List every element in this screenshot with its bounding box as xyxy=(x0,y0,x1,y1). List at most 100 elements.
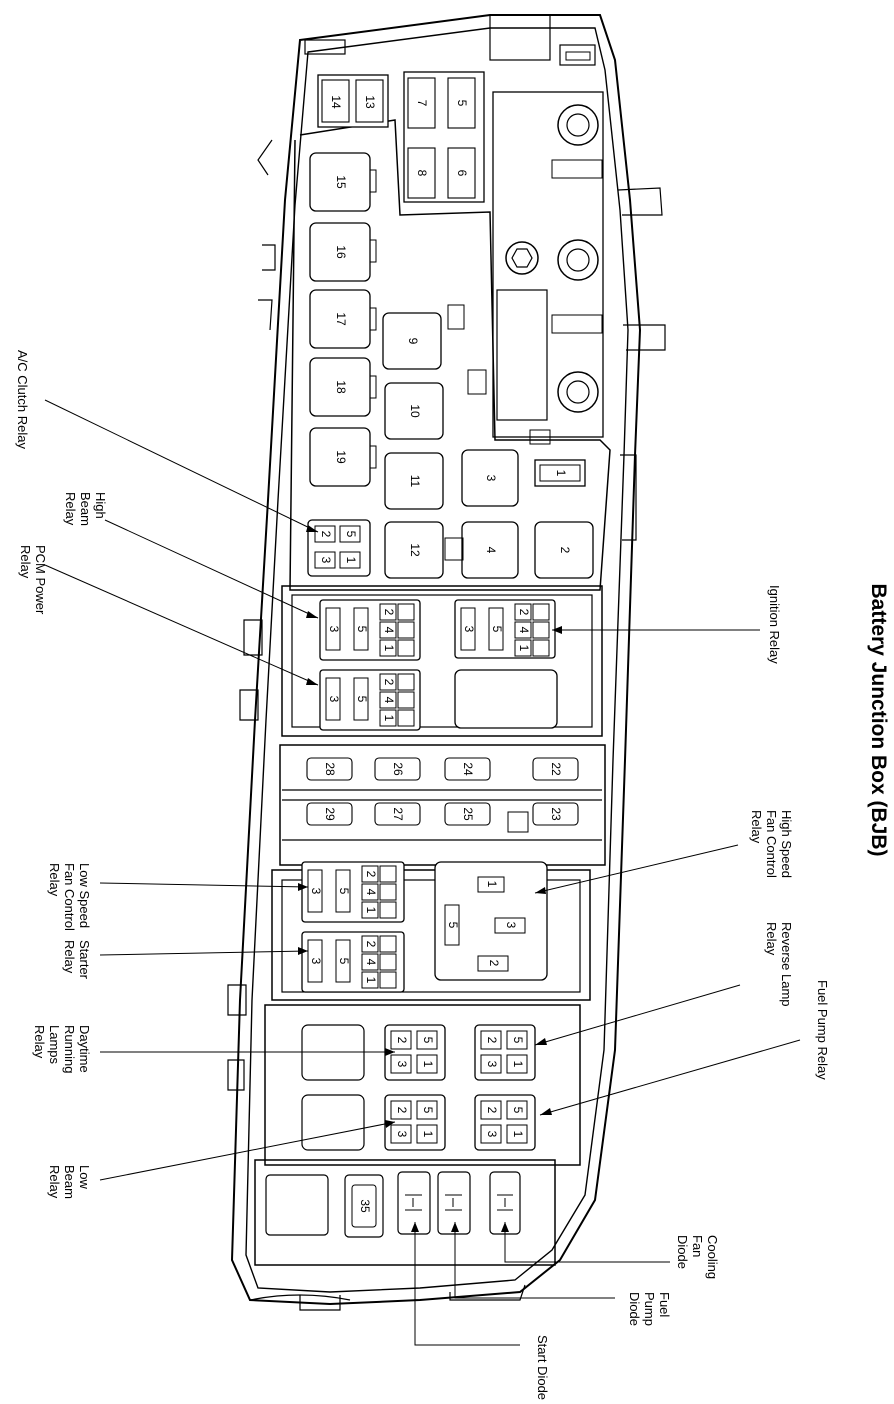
svg-text:PCM Power: PCM Power xyxy=(33,545,48,615)
fuse-5 xyxy=(447,77,476,129)
pcm-power-relay-pin-box xyxy=(379,691,397,709)
pcm-power-relay-pin-label: 1 xyxy=(382,715,396,722)
svg-text:Daytime: Daytime xyxy=(77,1025,92,1073)
starter-relay-pin-box xyxy=(379,953,397,971)
fuse-23-label: 23 xyxy=(549,807,563,821)
svg-text:5: 5 xyxy=(344,531,358,538)
high-beam-relay-pin-box xyxy=(397,621,415,639)
ignition-relay-pin-box xyxy=(532,639,550,657)
fuse-6-label: 6 xyxy=(455,170,469,177)
fuse-1 xyxy=(534,459,586,487)
low-speed-fan-relay-pin-box xyxy=(379,865,397,883)
high-beam-relay-pin-label: 2 xyxy=(382,609,396,616)
fuel-pump-relay-pin-box xyxy=(506,1124,528,1144)
high-beam-relay-pin-label: 3 xyxy=(327,626,341,633)
svg-text:Diode: Diode xyxy=(627,1292,642,1326)
junction-box-housing xyxy=(227,14,666,1311)
high-beam-relay-pin-box xyxy=(325,607,341,651)
reverse-lamp-relay-pin-box xyxy=(480,1030,502,1050)
svg-text:Fan Control: Fan Control xyxy=(764,810,779,878)
fuel-pump-diode xyxy=(437,1171,471,1235)
fuse-4-label: 4 xyxy=(484,547,498,554)
callout-start-diode xyxy=(414,1222,520,1346)
label-starter-relay: Starter Relay xyxy=(62,940,92,980)
svg-text:High Speed: High Speed xyxy=(779,810,794,878)
ignition-relay-pin-label: 1 xyxy=(517,645,531,652)
high-beam-relay-pin-label: 1 xyxy=(382,645,396,652)
svg-text:Lamps: Lamps xyxy=(47,1025,62,1065)
fuel-pump-relay-pin-box xyxy=(506,1100,528,1120)
reverse-lamp-relay-pin-label: 5 xyxy=(511,1037,525,1044)
fuse-26-label: 26 xyxy=(391,762,405,776)
starter-relay-pin-label: 2 xyxy=(364,941,378,948)
fuel-pump-relay-pin-label: 2 xyxy=(485,1107,499,1114)
fuse-4 xyxy=(461,521,519,579)
fuse-row: 28 26 24 22 29 27 25 23 xyxy=(279,744,606,866)
svg-text:Diode: Diode xyxy=(675,1235,690,1269)
callout-starter xyxy=(99,950,309,956)
fuel-pump-relay-pin-label: 1 xyxy=(511,1131,525,1138)
ac-clutch-relay-block: 2 5 3 1 xyxy=(307,519,371,577)
fuse-14 xyxy=(321,79,350,123)
svg-text:Fuel: Fuel xyxy=(657,1292,672,1317)
pcm-power-relay-pin-box xyxy=(325,677,341,721)
fuse-8-label: 8 xyxy=(415,170,429,177)
pcm-power-relay-pin-box xyxy=(353,677,369,721)
low-beam-relay-pin-label: 1 xyxy=(421,1131,435,1138)
high-beam-relay-pin-label: 5 xyxy=(355,626,369,633)
high-beam-relay-pin-box xyxy=(397,603,415,621)
pcm-power-relay-pin-label: 4 xyxy=(382,697,396,704)
starter-relay-pin-box xyxy=(361,935,379,953)
reverse-lamp-relay-pin-label: 2 xyxy=(485,1037,499,1044)
starter-relay-pin-box xyxy=(335,939,351,983)
fuse-3 xyxy=(461,449,519,507)
reverse-lamp-relay-pin-box xyxy=(480,1054,502,1074)
ignition-relay-pin-box xyxy=(514,639,532,657)
label-low-speed-fan-relay: Low Speed Fan Control Relay xyxy=(47,863,92,931)
callout-fuel-pump-diode xyxy=(454,1222,615,1299)
fuse-27 xyxy=(374,802,421,826)
label-start-diode: Start Diode xyxy=(535,1335,550,1400)
fuse-3-label: 3 xyxy=(484,475,498,482)
low-beam-relay-pin-label: 3 xyxy=(395,1131,409,1138)
fuse-22 xyxy=(532,757,579,781)
fuse-7-label: 7 xyxy=(415,100,429,107)
fuse-29-label: 29 xyxy=(323,807,337,821)
fuse-7 xyxy=(407,77,436,129)
fuse-24-label: 24 xyxy=(461,762,475,776)
label-low-beam-relay: Low Beam Relay xyxy=(47,1165,92,1199)
high-beam-relay-pin-box xyxy=(379,621,397,639)
fuse-2 xyxy=(534,521,594,579)
svg-text:2: 2 xyxy=(487,960,501,967)
fuse-17-label: 17 xyxy=(334,312,348,326)
svg-text:Low Speed: Low Speed xyxy=(77,863,92,928)
starter-relay-pin-box xyxy=(379,935,397,953)
drl-relay-pin-label: 5 xyxy=(421,1037,435,1044)
fuse-13-label: 13 xyxy=(363,95,377,109)
fuel-pump-relay-pin-box xyxy=(480,1100,502,1120)
callout-arrows xyxy=(298,525,562,1232)
svg-text:3: 3 xyxy=(319,557,333,564)
ignition-relay-pin-box xyxy=(532,603,550,621)
svg-text:Relay: Relay xyxy=(47,863,62,897)
low-speed-fan-relay-pin-box xyxy=(361,865,379,883)
fuse-10-label: 10 xyxy=(408,404,422,418)
svg-text:Reverse Lamp: Reverse Lamp xyxy=(779,922,794,1007)
fuse-19-label: 19 xyxy=(334,450,348,464)
svg-text:Low: Low xyxy=(77,1165,92,1189)
upper-fuse-section xyxy=(289,91,611,591)
high-beam-relay-pin-box xyxy=(353,607,369,651)
pcm-power-relay-pin-box xyxy=(379,673,397,691)
drl-relay-pin-box xyxy=(390,1054,412,1074)
label-reverse-lamp-relay: Reverse Lamp Relay xyxy=(764,922,794,1007)
starter-relay-pin-label: 1 xyxy=(364,977,378,984)
large-fuses: 9 10 11 12 3 4 2 1 xyxy=(382,312,594,579)
svg-text:5: 5 xyxy=(446,922,460,929)
callout-pcm xyxy=(44,564,319,686)
fuse-10 xyxy=(384,382,444,440)
high-beam-relay-pin-box xyxy=(379,639,397,657)
callout-ac-clutch xyxy=(44,399,319,533)
ignition-relay-pin-label: 2 xyxy=(517,609,531,616)
